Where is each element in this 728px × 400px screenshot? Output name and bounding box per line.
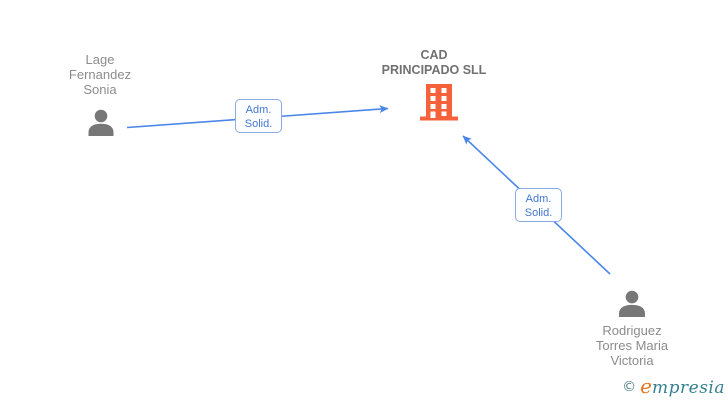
empresia-logo-text: mpresia	[652, 378, 725, 398]
person1-label-line: Fernandez	[68, 67, 132, 82]
copyright-icon: ©	[622, 379, 637, 395]
edge1-relation-line: Adm.	[245, 104, 272, 116]
edge2-relation-badge[interactable]: Adm. Solid.	[515, 188, 562, 222]
empresia-logo-initial: e	[640, 374, 652, 398]
company-title-line: CAD	[420, 48, 448, 62]
edge1-relation-badge[interactable]: Adm. Solid.	[235, 99, 282, 133]
person2-label[interactable]: Rodriguez Torres Maria Victoria	[571, 323, 693, 368]
person2-label-line: Victoria	[610, 353, 654, 368]
person1-label-line: Lage	[85, 52, 115, 67]
company-title-line: PRINCIPADO SLL	[381, 63, 487, 77]
building-icon[interactable]	[420, 83, 458, 121]
person1-label[interactable]: Lage Fernandez Sonia	[40, 52, 160, 97]
person-icon[interactable]	[617, 290, 647, 318]
empresia-logo[interactable]: ©empresia	[622, 374, 725, 398]
person-icon[interactable]	[87, 109, 115, 137]
person1-label-line: Sonia	[83, 82, 117, 97]
company-title[interactable]: CAD PRINCIPADO SLL	[354, 48, 514, 78]
person2-label-line: Torres Maria	[595, 338, 669, 353]
person2-label-line: Rodriguez	[602, 323, 662, 338]
edge2-relation-line: Solid.	[524, 207, 553, 219]
edge2-relation-line: Adm.	[525, 193, 552, 205]
edge1-relation-line: Solid.	[244, 118, 273, 130]
